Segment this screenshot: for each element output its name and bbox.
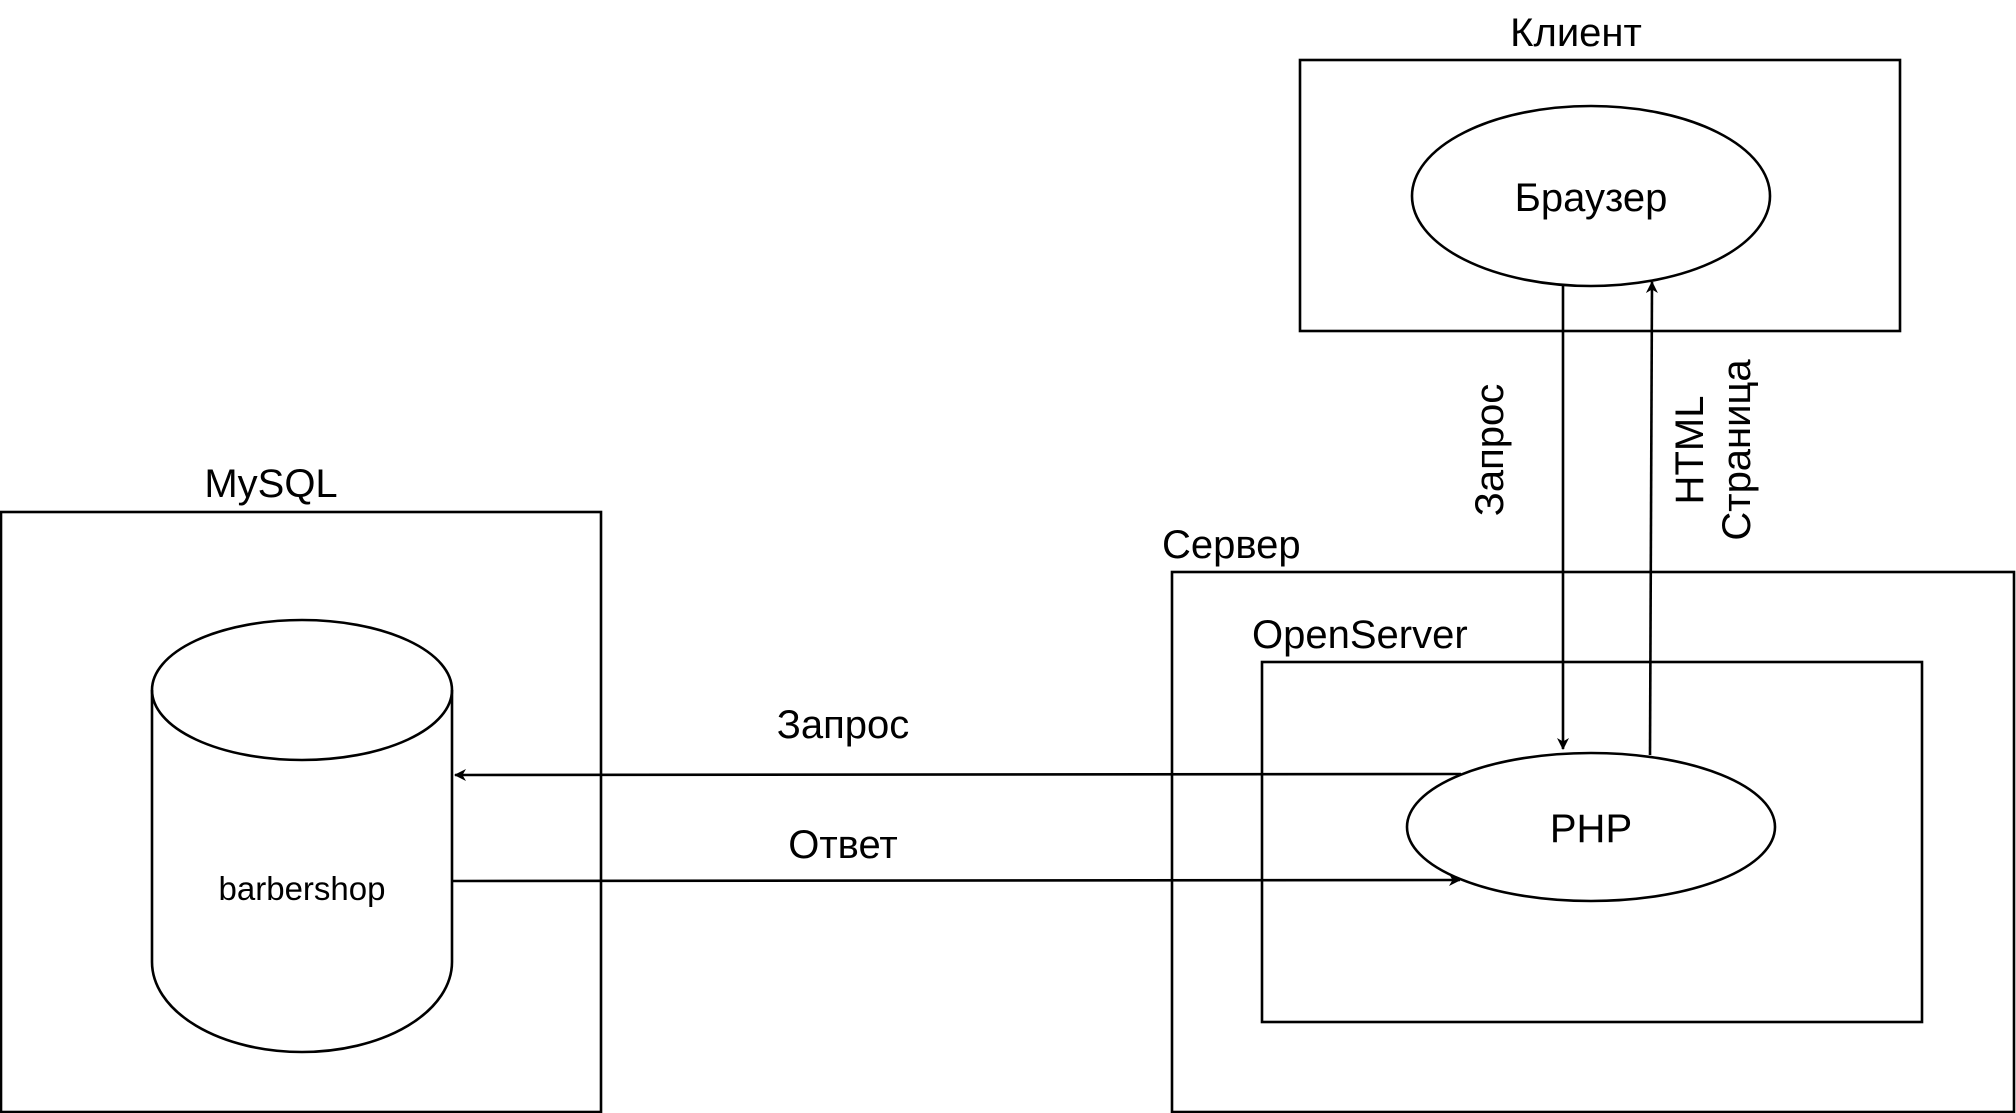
db-request-label: Запрос — [777, 703, 910, 747]
database-cylinder-rim — [150, 689, 454, 762]
php-to-database-arrow — [454, 768, 1462, 781]
html-page-label-line1: HTML — [1668, 396, 1712, 505]
database-cylinder — [150, 618, 454, 1054]
server-group: Сервер OpenServer PHP — [1162, 523, 2016, 1113]
html-page-label-line2: Страница — [1715, 359, 1759, 541]
client-group: Клиент Браузер — [1298, 11, 1902, 333]
db-response-label: Ответ — [788, 823, 897, 867]
mysql-label: MySQL — [204, 462, 337, 506]
client-label: Клиент — [1510, 11, 1642, 55]
php-node — [1405, 751, 1777, 903]
database-label: barbershop — [219, 870, 386, 907]
php-label: PHP — [1550, 807, 1632, 851]
browser-label: Браузер — [1515, 176, 1668, 220]
mysql-group: MySQL barbershop — [0, 462, 603, 1113]
database-to-php-arrow — [451, 874, 1461, 887]
browser-request-label: Запрос — [1468, 384, 1512, 517]
php-to-browser-arrow — [1645, 281, 1658, 756]
openserver-label: OpenServer — [1252, 613, 1468, 657]
browser-node — [1410, 104, 1772, 288]
server-label: Сервер — [1162, 523, 1301, 567]
